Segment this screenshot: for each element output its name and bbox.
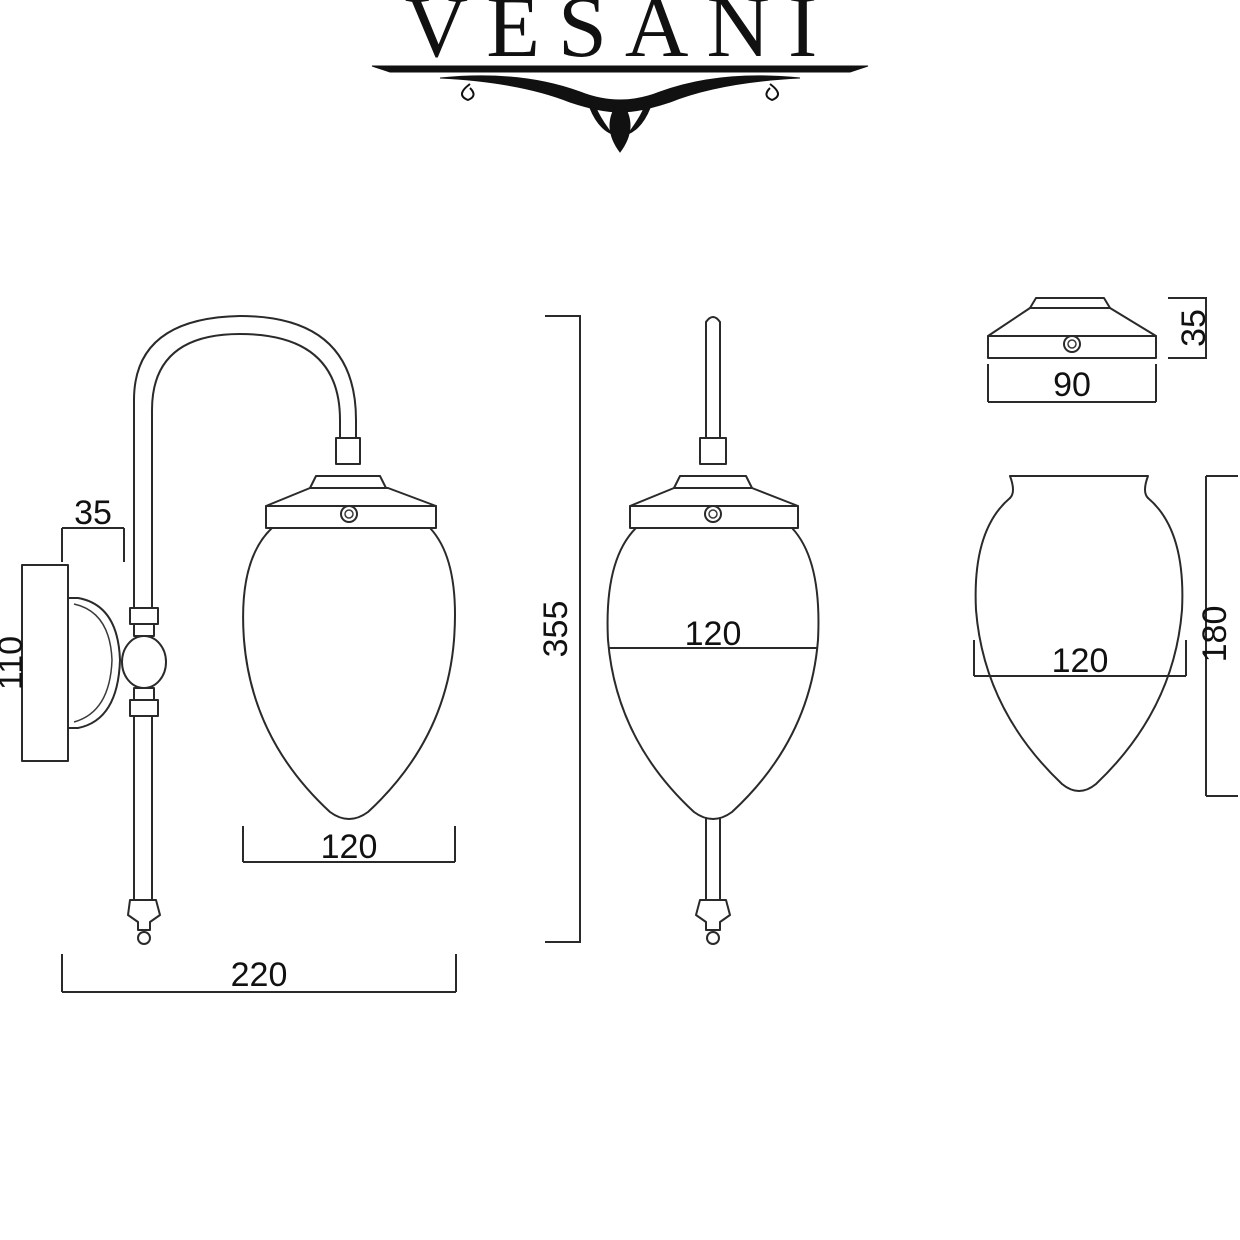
dim-shade-line (242, 826, 456, 863)
dim-canopy-height-label: 35 (1175, 309, 1213, 347)
dim-total-width-line (61, 954, 457, 993)
brand-name: VESANI (405, 0, 836, 76)
bottom-finial (127, 899, 161, 931)
canopy-top (987, 307, 1157, 337)
front-bottom-finial (695, 899, 731, 931)
dim-canopy-height-line (1168, 297, 1207, 359)
wall-mount-cup (67, 597, 121, 729)
canopy-detail: 35 90 (987, 297, 1213, 404)
curved-arm (133, 315, 357, 609)
dim-canopy-width-line (987, 364, 1157, 403)
dim-canopy-width-label: 90 (1053, 366, 1091, 404)
front-canopy (629, 487, 799, 507)
front-rod (705, 316, 721, 439)
dim-front-shade-label: 120 (685, 615, 742, 653)
dim-shade-label: 120 (321, 828, 378, 866)
dim-total-height-line (545, 315, 581, 943)
front-view: 355 120 (537, 315, 820, 945)
dim-shade-width-line (973, 640, 1187, 677)
glass-shade (242, 527, 456, 820)
side-view: 35 110 120 220 (0, 315, 457, 994)
dim-total-height-label: 355 (537, 601, 575, 658)
front-glass-shade (606, 527, 820, 820)
shade-detail: 120 180 (973, 475, 1238, 797)
brand-logo: VESANI (371, 0, 869, 153)
dim-shade-height-line (1205, 475, 1238, 797)
dim-shade-height-label: 180 (1196, 606, 1234, 663)
dim-total-width-label: 220 (231, 956, 288, 994)
shade-body (974, 497, 1184, 792)
dim-depth-line (61, 527, 125, 562)
lamp-canopy (265, 487, 437, 507)
dim-backplate-label: 110 (0, 636, 30, 690)
dim-depth-label: 35 (74, 494, 112, 532)
dim-shade-width-label: 120 (1052, 642, 1109, 680)
arm-joint (121, 635, 167, 689)
logo-ornament (371, 65, 869, 153)
